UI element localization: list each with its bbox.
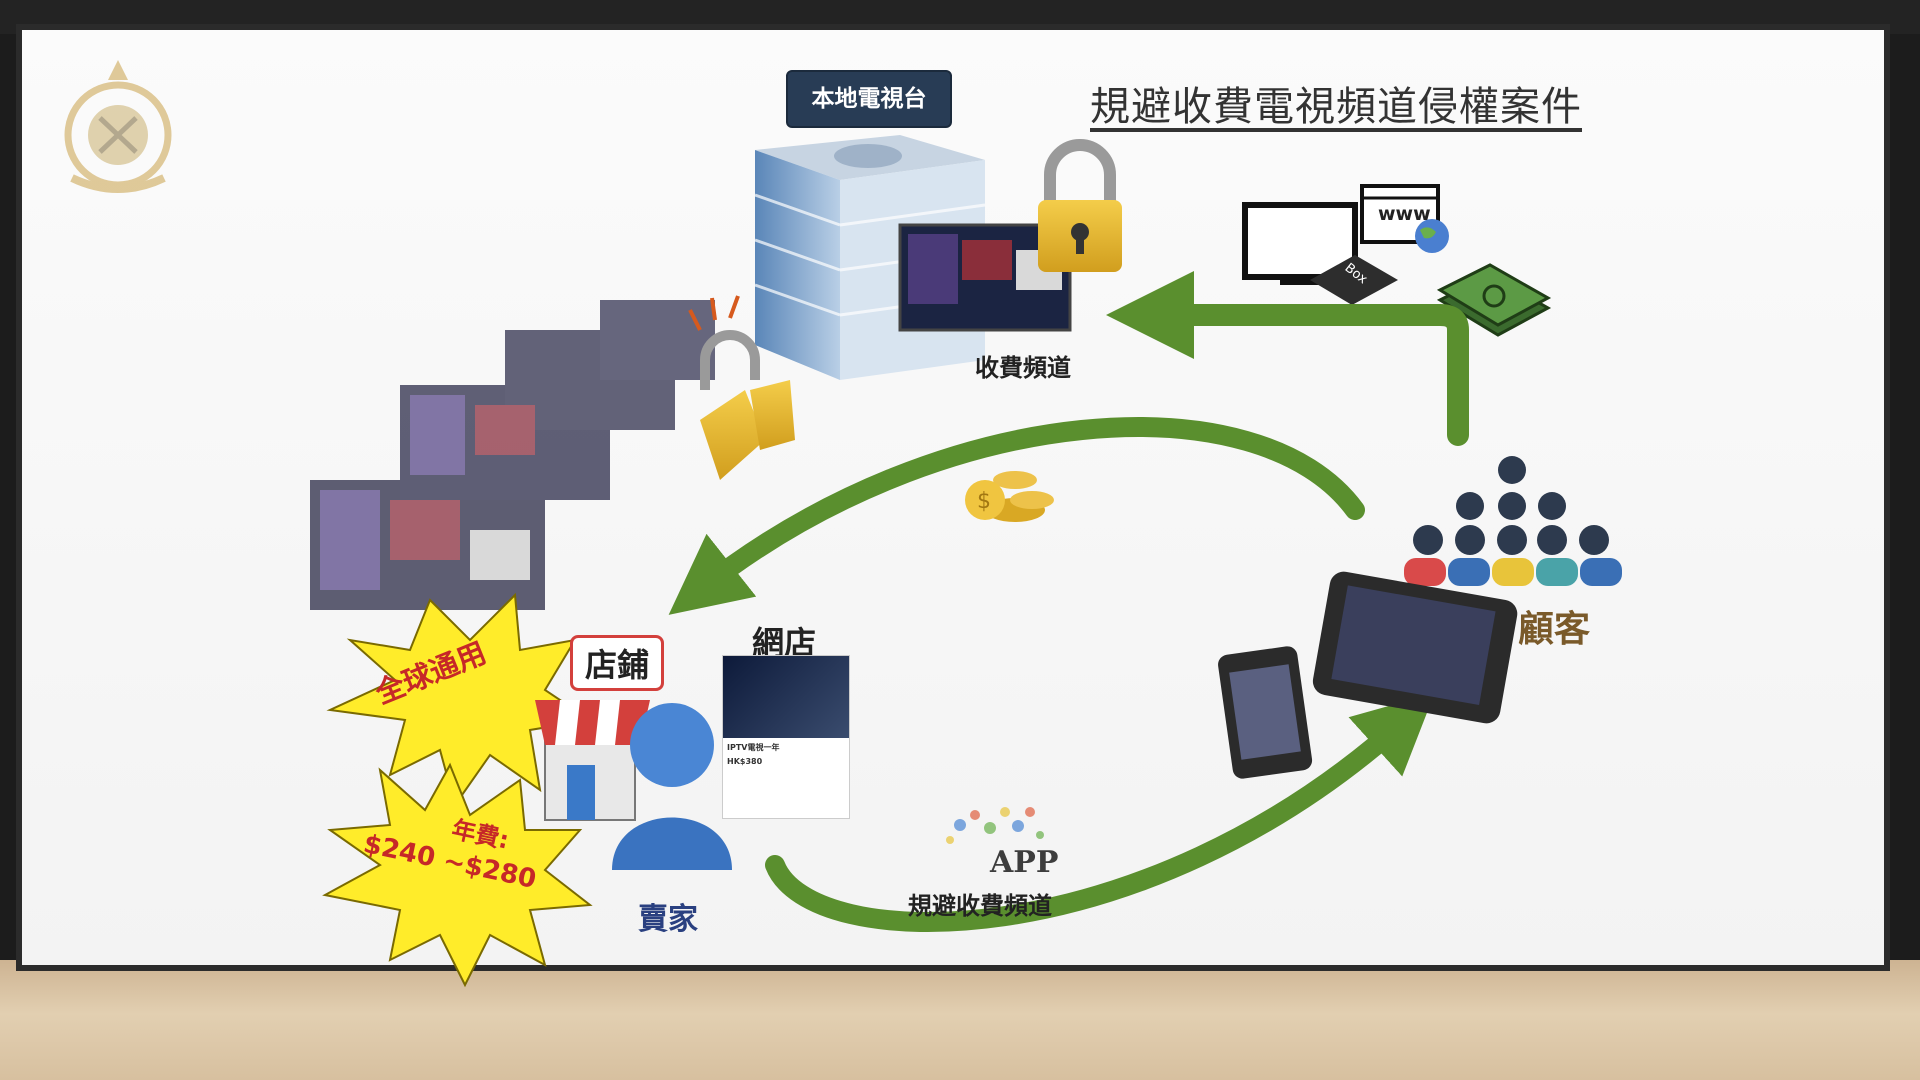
payment-flow-arrows <box>668 271 1469 932</box>
tablet-icon <box>1312 571 1518 724</box>
local-tv-station-label: 本地電視台 <box>786 70 952 128</box>
webpage-price: HK$380 <box>727 757 763 766</box>
www-label: www <box>1378 203 1431 225</box>
monitor-icon <box>1242 202 1358 285</box>
phone-icon <box>1218 646 1313 779</box>
bypass-channel-label: 規避收費頻道 <box>908 892 1052 920</box>
emblem-icon <box>64 60 172 193</box>
paid-channel-label: 收費頻道 <box>975 354 1071 382</box>
globe-icon <box>1415 219 1449 253</box>
store-icon <box>535 700 650 821</box>
broken-lock-icon <box>688 295 795 480</box>
seller-label: 賣家 <box>638 902 698 937</box>
browser-icon <box>1360 184 1440 244</box>
coins-icon: $ <box>965 471 1054 522</box>
tvbox-icon <box>1310 255 1398 305</box>
customers-label: 顧客 <box>1518 609 1591 650</box>
lock-icon <box>1038 139 1122 272</box>
online-shop-webpage: IPTV電視一年 HK$380 <box>722 655 850 819</box>
diagram-title: 規避收費電視頻道侵權案件 <box>1090 84 1582 130</box>
shop-label: 店鋪 <box>570 635 665 691</box>
desk-surface <box>0 960 1920 1080</box>
pirated-channel-cards <box>310 300 715 610</box>
webpage-hero-image <box>723 656 849 738</box>
building-icon <box>754 135 986 380</box>
cash-icon <box>1436 263 1552 337</box>
svg-text:$: $ <box>977 489 991 514</box>
app-logo-icon <box>946 807 1044 844</box>
app-label: APP <box>990 845 1059 880</box>
global-use-burst <box>326 592 593 808</box>
people-group-icon <box>1404 456 1622 586</box>
monitor-bezel <box>0 0 1920 34</box>
webpage-title: IPTV電視一年 <box>727 743 780 752</box>
seller-person-icon <box>612 703 732 870</box>
annual-fee-burst <box>322 762 593 988</box>
